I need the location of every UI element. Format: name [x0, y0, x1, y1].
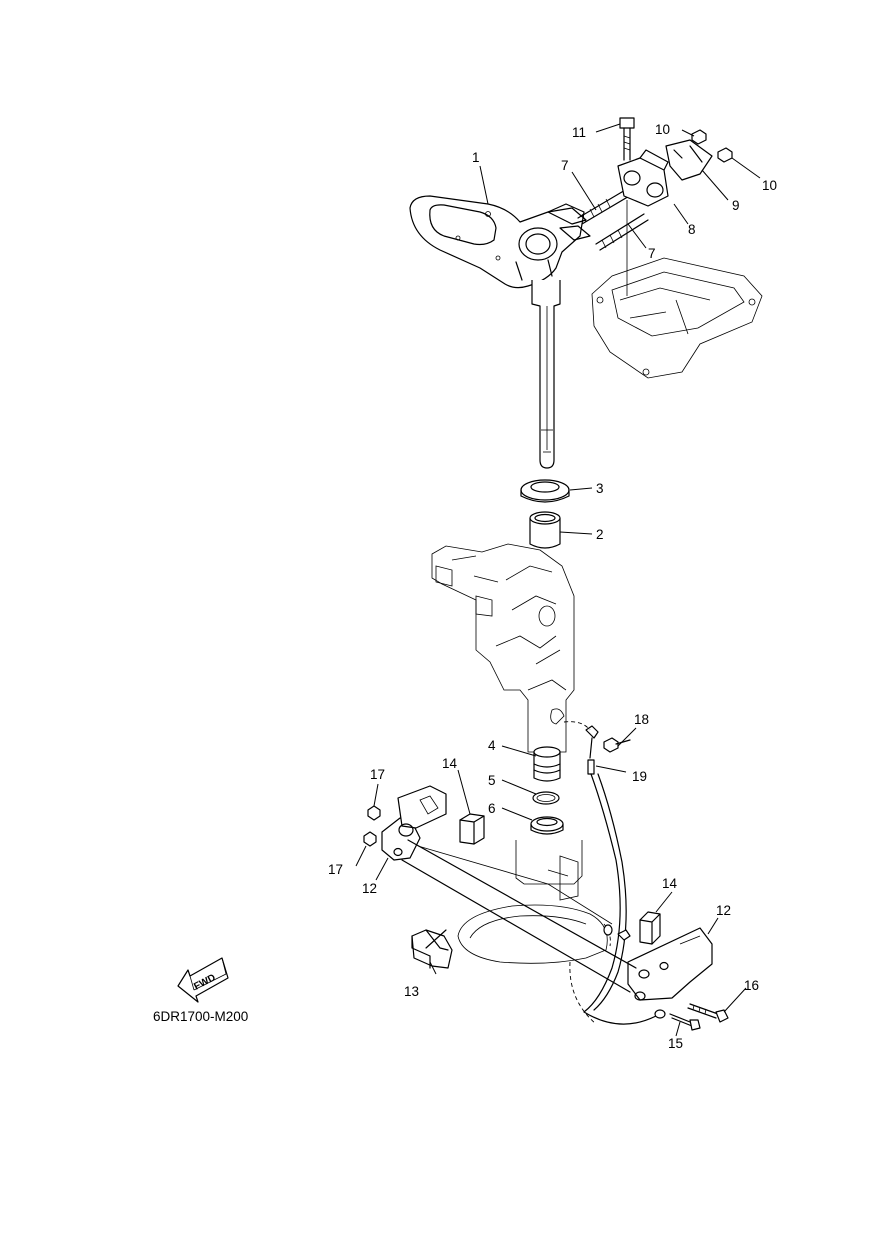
callout-5: 5	[488, 773, 496, 788]
part-14-plate-right	[639, 911, 661, 945]
callout-3: 3	[596, 481, 604, 496]
diagram-code: 6DR1700-M200	[153, 1009, 248, 1024]
part-18-bolt	[603, 737, 631, 753]
part-11-bolt	[619, 117, 635, 161]
callout-4: 4	[488, 738, 496, 753]
mount-housing	[591, 257, 763, 379]
part-2-bushing	[529, 511, 561, 549]
callouts: 1 7 7 8 9 10 10 11 3 2 18 4 19 5 6 14 17…	[328, 122, 777, 1051]
part-16-bolt	[687, 1003, 729, 1023]
callout-17-lower: 17	[328, 862, 343, 877]
callout-15: 15	[668, 1036, 683, 1051]
callout-14-right: 14	[662, 876, 678, 891]
part-12-clamp-right	[627, 927, 713, 1001]
callout-6: 6	[488, 801, 496, 816]
callout-17-upper: 17	[370, 767, 385, 782]
callout-12-left: 12	[362, 881, 377, 896]
leader-lines	[355, 123, 761, 1037]
callout-7-lower: 7	[648, 246, 656, 261]
callout-13: 13	[404, 984, 419, 999]
callout-9: 9	[732, 198, 740, 213]
callout-10-upper: 10	[655, 122, 670, 137]
callout-1: 1	[472, 150, 480, 165]
callout-11: 11	[572, 125, 586, 140]
callout-16: 16	[744, 978, 759, 993]
part-15-bolt	[669, 1013, 701, 1031]
fwd-arrow-icon: FWD	[177, 957, 229, 1003]
callout-12-right: 12	[716, 903, 731, 918]
part-6-oil-seal	[530, 816, 564, 835]
part-3-bushing	[520, 479, 570, 503]
part-5-o-ring	[532, 791, 560, 805]
callout-10-lower: 10	[762, 178, 777, 193]
part-14-plate-left	[459, 813, 485, 845]
callout-7-upper: 7	[561, 158, 569, 173]
clamp-rods	[401, 839, 637, 993]
callout-8: 8	[688, 222, 696, 237]
swivel-bracket	[431, 543, 575, 753]
part-12-clamp-left	[381, 785, 447, 861]
part-8-rubber-mount	[617, 149, 669, 207]
part-9-mount-plate	[665, 139, 713, 181]
part-13-stopper	[411, 929, 453, 969]
callout-2: 2	[596, 527, 604, 542]
part-4-bushing	[533, 746, 561, 782]
callout-18: 18	[634, 712, 649, 727]
callout-19: 19	[632, 769, 647, 784]
callout-14-left: 14	[442, 756, 458, 771]
clamp-bracket-lower	[457, 840, 608, 964]
part-17-nuts	[363, 805, 381, 847]
part-1-steering-bracket	[409, 195, 591, 469]
part-19-ground-lead	[563, 721, 666, 1025]
